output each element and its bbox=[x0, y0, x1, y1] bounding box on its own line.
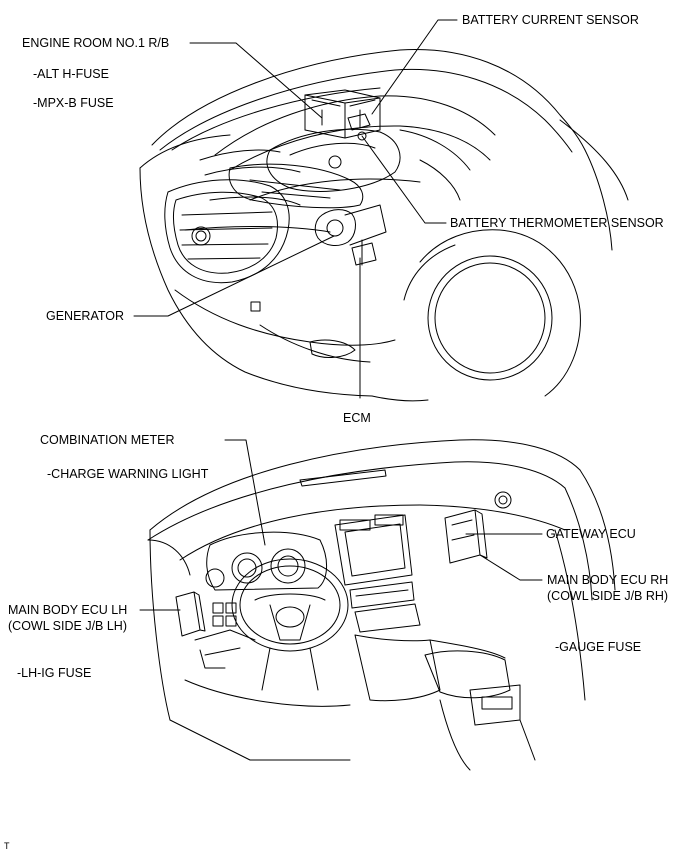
label-battery-thermometer-sensor: BATTERY THERMOMETER SENSOR bbox=[450, 216, 664, 230]
label-combination-meter: COMBINATION METER bbox=[40, 433, 175, 447]
dashboard-drawing bbox=[147, 439, 616, 771]
label-main-body-ecu-lh: MAIN BODY ECU LH bbox=[8, 603, 128, 617]
label-engine-room-rb: ENGINE ROOM NO.1 R/B bbox=[22, 36, 170, 50]
label-gauge-fuse: -GAUGE FUSE bbox=[555, 640, 642, 654]
label-ecm: ECM bbox=[343, 411, 371, 425]
label-alt-h-fuse: -ALT H-FUSE bbox=[33, 67, 109, 81]
callout-lines bbox=[133, 19, 543, 611]
corner-mark: T bbox=[4, 841, 10, 851]
label-charge-warning-light: -CHARGE WARNING LIGHT bbox=[47, 467, 209, 481]
car-front-drawing bbox=[139, 48, 629, 402]
label-mpx-b-fuse: -MPX-B FUSE bbox=[33, 96, 114, 110]
label-cowl-side-jb-lh: (COWL SIDE J/B LH) bbox=[8, 619, 127, 633]
label-battery-current-sensor: BATTERY CURRENT SENSOR bbox=[462, 13, 639, 27]
label-cowl-side-jb-rh: (COWL SIDE J/B RH) bbox=[547, 589, 669, 603]
label-main-body-ecu-rh: MAIN BODY ECU RH bbox=[547, 573, 669, 587]
label-generator: GENERATOR bbox=[46, 309, 125, 323]
label-gateway-ecu: GATEWAY ECU bbox=[546, 527, 636, 541]
label-lh-ig-fuse: -LH-IG FUSE bbox=[17, 666, 92, 680]
